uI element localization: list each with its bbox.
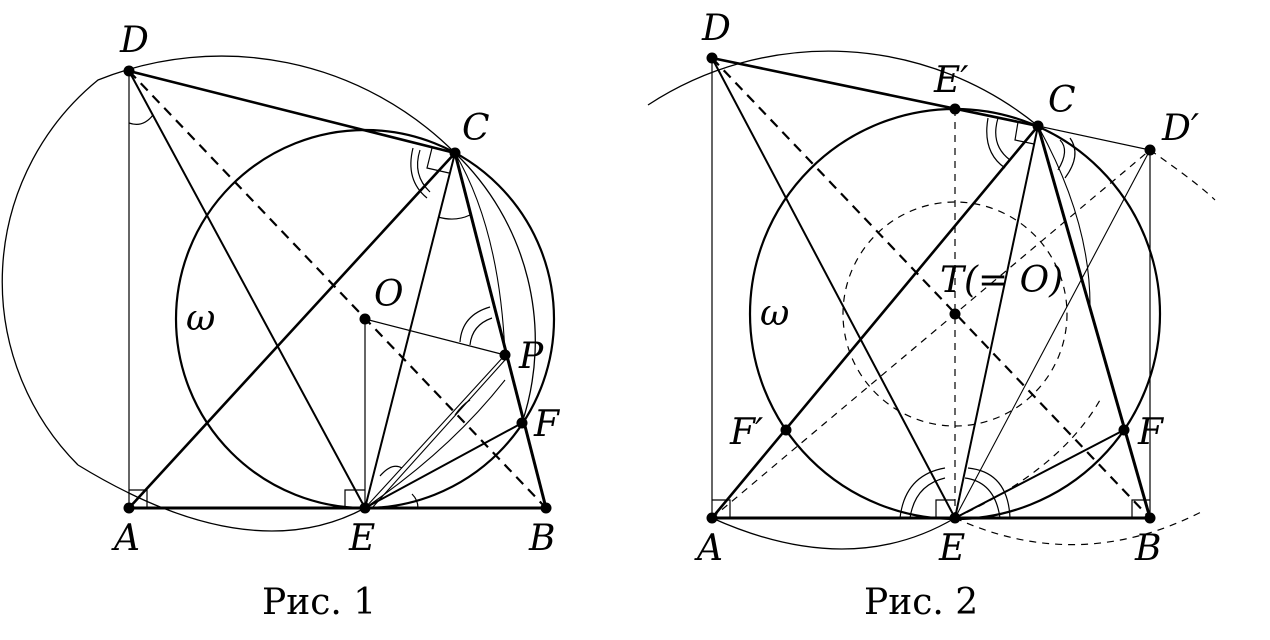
fig1-line-AC [128,152,456,509]
fig2-label-F-prime: F′ [729,412,763,453]
fig2-angle-C-right-1 [1057,139,1066,171]
fig2-angle-E-right-1 [964,477,1001,519]
fig2-label-C: C [1048,80,1076,121]
fig2-line-AC [711,125,1039,519]
fig1-lower-arc [77,464,366,532]
fig1-label-O: O [374,274,404,315]
fig1-line-DE [128,70,366,509]
fig1-line-EP [364,354,506,509]
fig2-line-CE [954,125,1039,519]
figure-2-labels: D E′ C D′ T(= O) ω F′ F A E B Рис. 2 [694,8,1199,623]
fig2-angle-E-left-2 [899,467,946,519]
fig1-label-B: B [528,518,555,559]
fig2-angle-E-right-2 [967,467,1011,519]
fig2-line-DE [711,57,956,519]
fig1-point-E [359,502,371,514]
fig2-label-E-prime: E′ [933,60,968,101]
fig1-right-angle-C [426,147,450,174]
fig1-label-E: E [348,518,375,559]
fig2-lower-arc [711,517,956,550]
fig1-line-CB [453,152,548,509]
fig1-label-omega: ω [186,298,215,339]
fig2-point-D-prime [1144,144,1156,156]
fig2-arc-CF [1037,125,1091,306]
fig1-angle-E-upper [379,465,403,477]
fig1-label-A: A [111,518,140,559]
fig1-angle-E-lower [411,493,419,509]
fig2-line-EF [954,429,1125,519]
fig2-label-T-eq-O: T(= O) [940,260,1063,301]
fig2-label-F: F [1137,412,1165,453]
fig1-label-F: F [533,404,561,445]
fig2-point-E-prime [949,103,961,115]
fig2-right-angle-E [935,499,955,518]
fig1-point-O [359,313,371,325]
fig2-line-CB [1036,125,1152,519]
fig1-angle-C-double-1 [417,149,431,193]
fig2-point-F-prime [780,424,792,436]
fig1-angle-D [128,114,154,125]
figure-1-labels: D C O ω P F A E B Рис. 1 [111,20,561,623]
fig2-line-DB-dashed [711,57,1151,519]
fig1-point-B [540,502,552,514]
fig1-point-P [499,349,511,361]
fig2-right-angle-B [1131,499,1150,518]
fig1-line-EF [364,422,523,509]
fig2-angle-C-left-2 [986,117,1006,169]
fig1-caption: Рис. 1 [262,582,376,623]
figure-1 [1,55,556,532]
fig2-point-C [1032,120,1044,132]
fig1-arc-CP [454,152,506,356]
fig1-angle-P-double-1 [469,317,493,346]
fig2-dashed-arc-right [1149,149,1216,201]
fig2-point-D [706,52,718,64]
fig2-line-EDp [954,149,1151,519]
fig2-point-B [1144,512,1156,524]
fig1-arc-EP [364,379,506,509]
fig1-angle-P-small [454,399,471,416]
fig1-line-CE [364,152,456,509]
fig1-label-P: P [518,336,544,377]
fig2-caption: Рис. 2 [864,582,978,623]
fig2-point-F [1118,424,1130,436]
fig1-angle-P-double-2 [459,306,491,343]
fig1-point-A [123,502,135,514]
fig1-line-DC [128,69,456,155]
figure-2 [647,50,1216,550]
fig1-angle-C-double-2 [410,147,428,199]
fig2-right-angle-A [712,499,731,518]
fig2-large-arc [647,50,1039,127]
fig2-point-A [706,512,718,524]
fig1-label-D: D [119,20,149,61]
fig1-line-EP2 [371,359,506,509]
fig2-right-angle-C [1014,121,1035,145]
fig2-label-D-prime: D′ [1161,108,1199,149]
fig2-angle-C-left-1 [995,117,1011,161]
fig2-angle-C-right-2 [1064,137,1076,179]
fig2-point-E [949,512,961,524]
fig1-line-OP [364,318,506,356]
fig1-point-F [516,417,528,429]
fig1-point-C [449,147,461,159]
fig2-label-B: B [1134,528,1161,569]
fig1-right-angle-A [129,489,148,508]
fig1-large-arc [1,55,536,466]
fig1-right-angle-E [344,489,365,508]
fig2-label-E: E [938,528,965,569]
fig2-point-T [949,308,961,320]
fig1-angle-C-lower [437,214,471,220]
fig2-label-A: A [694,528,723,569]
fig2-line-CDp [1037,125,1151,151]
fig2-label-omega: ω [760,293,789,334]
fig2-line-DC [711,56,1039,128]
fig1-point-D [123,65,135,77]
fig1-label-C: C [462,108,490,149]
fig2-angle-E-left-1 [909,477,946,519]
fig2-line-ADp-dashed [711,149,1151,519]
fig2-dashed-arc-lower [954,509,1206,546]
fig2-label-D: D [701,8,731,49]
